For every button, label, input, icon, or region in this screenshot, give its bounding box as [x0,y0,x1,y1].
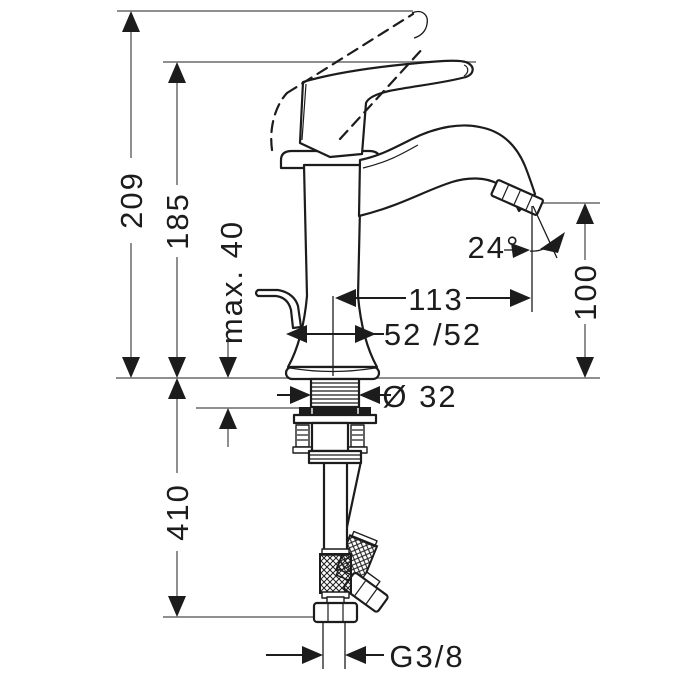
spout [357,124,537,218]
supply-hose-vertical [312,456,359,624]
shank-column [310,421,350,453]
aerator [490,179,544,216]
lever-handle-raised-dashed [270,10,428,152]
faucet-body [286,163,379,369]
popup-rod [254,288,303,330]
dim-spout-angle: 24° [468,230,521,265]
dim-height-to-handle: 185 [160,192,195,250]
under-deck-hardware [292,377,389,624]
dim-shank-diameter: Ø 32 [382,379,457,414]
dim-hose-thread: G3/8 [389,639,464,674]
mounting-flange [292,413,378,425]
dim-hose-length: 410 [160,483,195,541]
dim-base-size: 52 /52 [384,317,482,352]
dim-spout-reach: 113 [408,282,463,317]
seal-washer [299,407,371,415]
dim-max-thickness: max. 40 [214,220,249,344]
lever-handle [298,59,474,159]
dim-overall-height: 209 [114,171,149,229]
threaded-shank [309,377,361,409]
dimension-labels: 209 185 max. 40 410 100 113 52 /52 Ø 32 … [114,171,603,674]
mounting-nut [307,449,363,465]
dimension-lines-vertical [130,30,586,598]
dimension-arrows [122,11,594,664]
dim-outlet-height: 100 [568,263,603,321]
hose-nut-vertical [312,601,359,624]
